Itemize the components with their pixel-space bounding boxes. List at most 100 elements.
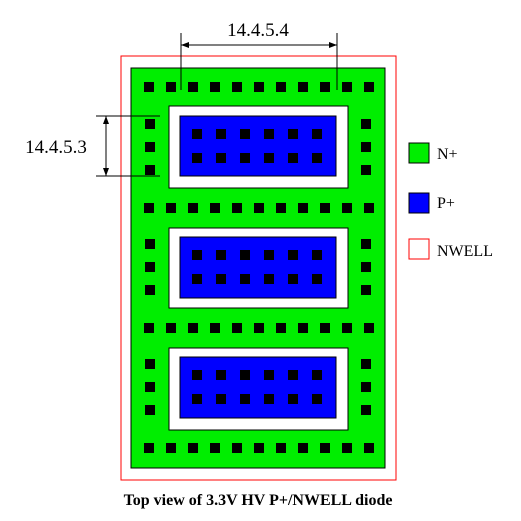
nplus-contact bbox=[166, 82, 176, 92]
pplus-contact bbox=[216, 274, 226, 284]
pplus-contact bbox=[264, 250, 274, 260]
dimension-top-label: 14.4.5.4 bbox=[227, 20, 289, 41]
pplus-contact bbox=[264, 129, 274, 139]
nplus-contact bbox=[254, 203, 264, 213]
nplus-contact bbox=[361, 359, 371, 369]
nplus-contact bbox=[144, 443, 154, 453]
nplus-contact bbox=[361, 285, 371, 295]
nplus-contact bbox=[320, 323, 330, 333]
nplus-contact bbox=[145, 262, 155, 272]
nplus-contact bbox=[145, 359, 155, 369]
pplus-contact bbox=[240, 250, 250, 260]
pplus-contact bbox=[312, 153, 322, 163]
nplus-contact bbox=[145, 405, 155, 415]
nplus-contact bbox=[276, 203, 286, 213]
pplus-contact bbox=[192, 370, 202, 380]
nplus-contact bbox=[320, 443, 330, 453]
nplus-contact bbox=[342, 323, 352, 333]
legend-label-nwell: NWELL bbox=[437, 243, 493, 260]
pplus-contact bbox=[216, 394, 226, 404]
pplus-contact bbox=[312, 370, 322, 380]
pplus-contact bbox=[192, 129, 202, 139]
dimension-left: 14.4.5.3 bbox=[25, 115, 160, 177]
pplus-contact bbox=[240, 153, 250, 163]
nplus-contact bbox=[254, 82, 264, 92]
pplus-contact bbox=[288, 153, 298, 163]
nplus-contact bbox=[298, 82, 308, 92]
pplus-contact bbox=[288, 129, 298, 139]
pplus-contact bbox=[192, 250, 202, 260]
nplus-contact bbox=[166, 443, 176, 453]
nplus-contact bbox=[361, 262, 371, 272]
nplus-contact bbox=[145, 239, 155, 249]
pplus-contact bbox=[264, 153, 274, 163]
pplus-contact bbox=[240, 370, 250, 380]
nplus-contact bbox=[145, 285, 155, 295]
nplus-contact bbox=[342, 443, 352, 453]
nplus-contact bbox=[361, 405, 371, 415]
legend: N+ P+ NWELL bbox=[408, 142, 493, 260]
pplus-contact bbox=[192, 153, 202, 163]
nplus-contact bbox=[364, 203, 374, 213]
nplus-contact bbox=[364, 323, 374, 333]
nplus-contact bbox=[254, 323, 264, 333]
nplus-contact bbox=[298, 443, 308, 453]
pplus-contact bbox=[216, 250, 226, 260]
pplus-contact bbox=[264, 274, 274, 284]
nplus-contact bbox=[232, 443, 242, 453]
dimension-top: 14.4.5.4 bbox=[180, 20, 338, 90]
pplus-contact bbox=[192, 274, 202, 284]
pplus-contact bbox=[240, 394, 250, 404]
nplus-contact bbox=[361, 165, 371, 175]
nplus-contact bbox=[232, 82, 242, 92]
pplus-contact bbox=[264, 394, 274, 404]
nplus-contact bbox=[254, 443, 264, 453]
legend-swatch-nplus bbox=[408, 142, 430, 164]
nplus-contact bbox=[188, 323, 198, 333]
nplus-contact bbox=[166, 323, 176, 333]
nwell-outline bbox=[120, 55, 397, 481]
nplus-contact bbox=[144, 323, 154, 333]
nplus-contact bbox=[342, 203, 352, 213]
pplus-contact bbox=[288, 274, 298, 284]
pplus-contact bbox=[216, 153, 226, 163]
pplus-contact bbox=[240, 129, 250, 139]
nplus-contact bbox=[232, 203, 242, 213]
legend-swatch-pplus bbox=[408, 192, 430, 214]
pplus-contact bbox=[216, 370, 226, 380]
pplus-contact bbox=[264, 370, 274, 380]
contacts bbox=[144, 82, 374, 453]
pplus-region-3 bbox=[179, 356, 337, 419]
nplus-contact bbox=[298, 323, 308, 333]
nplus-contact bbox=[361, 119, 371, 129]
nplus-contact bbox=[145, 165, 155, 175]
nplus-contact bbox=[298, 203, 308, 213]
pplus-contact bbox=[240, 274, 250, 284]
legend-label-nplus: N+ bbox=[437, 146, 458, 163]
nplus-contact bbox=[232, 323, 242, 333]
nplus-contact bbox=[361, 239, 371, 249]
pplus-contact bbox=[288, 394, 298, 404]
nplus-contact bbox=[210, 82, 220, 92]
nplus-contact bbox=[361, 142, 371, 152]
pplus-contact bbox=[312, 274, 322, 284]
nplus-contact bbox=[188, 443, 198, 453]
nplus-contact bbox=[364, 82, 374, 92]
pplus-contact bbox=[312, 250, 322, 260]
nplus-contact bbox=[145, 119, 155, 129]
nplus-contact bbox=[320, 82, 330, 92]
nplus-contact bbox=[276, 82, 286, 92]
nplus-contact bbox=[144, 203, 154, 213]
pplus-region-2 bbox=[179, 236, 337, 299]
pplus-contact bbox=[288, 250, 298, 260]
nplus-contact bbox=[210, 203, 220, 213]
nplus-contact bbox=[210, 323, 220, 333]
nplus-contact bbox=[276, 323, 286, 333]
nplus-contact bbox=[188, 82, 198, 92]
pplus-contact bbox=[216, 129, 226, 139]
nplus-contact bbox=[364, 443, 374, 453]
nplus-contact bbox=[361, 382, 371, 392]
diagram-caption: Top view of 3.3V HV P+/NWELL diode bbox=[124, 492, 393, 509]
legend-swatch-nwell bbox=[408, 238, 430, 260]
